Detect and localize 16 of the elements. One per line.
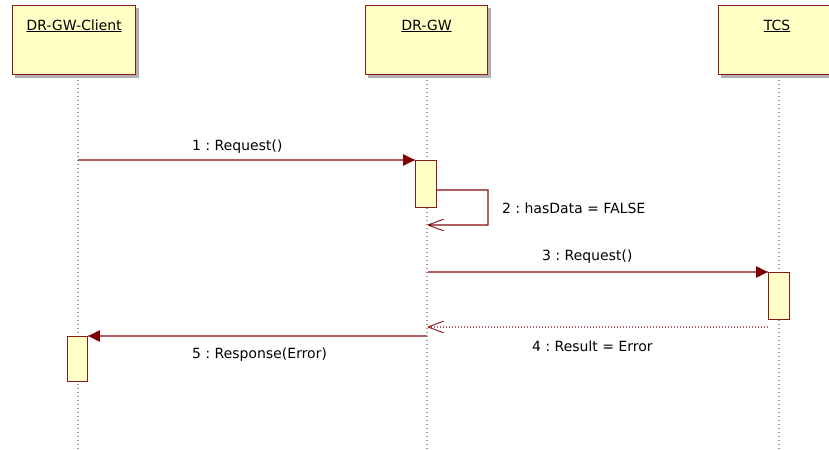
activation-bar <box>415 160 437 208</box>
lifeline-header-box <box>718 5 829 75</box>
message-arrow <box>88 330 427 342</box>
activation-bar <box>768 272 790 320</box>
participant-name: TCS <box>764 18 790 34</box>
return-arrow <box>428 320 768 334</box>
message-label: 5 : Response(Error) <box>190 346 329 362</box>
message-arrow <box>78 154 415 166</box>
message-arrow <box>428 266 768 278</box>
participant-name: DR-GW <box>401 18 452 34</box>
lifeline-header-box <box>365 5 488 75</box>
activation-bar <box>67 336 88 382</box>
message-arrow <box>428 189 489 232</box>
lifeline-header-box <box>12 5 136 75</box>
message-label: 3 : Request() <box>540 248 634 264</box>
participant-name: DR-GW-Client <box>26 18 122 34</box>
